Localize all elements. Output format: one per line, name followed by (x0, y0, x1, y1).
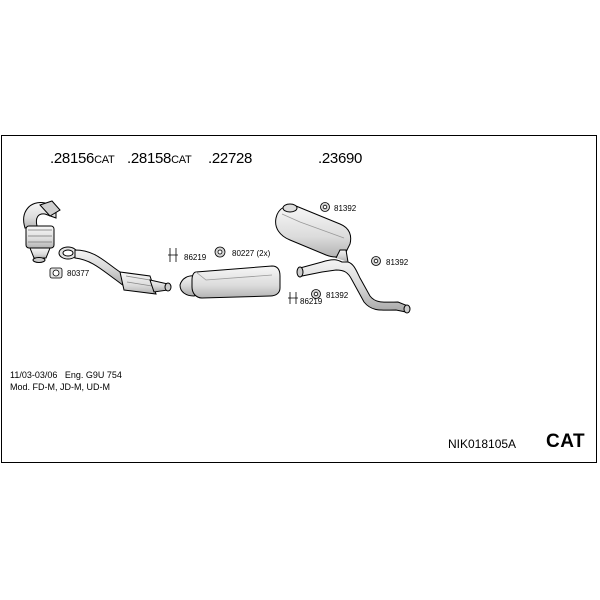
rubber-81392-c (311, 289, 321, 299)
rubber-81392-b (371, 256, 381, 266)
part-number-23690: .23690 (318, 150, 363, 167)
clamp-86219-a (168, 248, 178, 262)
part-number-28156: .28156CAT (50, 150, 115, 167)
rubber-81392-a (320, 202, 330, 212)
part-number-28158: .28158CAT (127, 150, 192, 167)
diagram-frame (1, 135, 597, 463)
label-86219-b: 86219 (300, 297, 323, 306)
label-81392-b: 81392 (386, 258, 409, 267)
front-pipe-catalyst (58, 246, 172, 295)
manifold-catalyst (23, 200, 61, 263)
label-86219-a: 86219 (184, 253, 207, 262)
label-81392-c: 81392 (326, 291, 349, 300)
part-number-22728: .22728 (208, 150, 253, 167)
info-line-1: 11/03-03/06 Eng. G9U 754 (10, 370, 122, 380)
clamp-86219-b (288, 292, 298, 304)
label-80227: 80227 (2x) (232, 249, 271, 258)
rear-silencer (275, 203, 411, 314)
cat-badge: CAT (546, 431, 586, 452)
info-line-2: Mod. FD-M, JD-M, UD-M (10, 382, 110, 392)
kit-code: NIK018105A (448, 437, 517, 451)
rubber-80227 (214, 246, 226, 258)
gasket-80377 (49, 267, 63, 279)
label-80377: 80377 (67, 269, 90, 278)
vehicle-info: 11/03-03/06 Eng. G9U 754 Mod. FD-M, JD-M… (10, 369, 122, 393)
label-81392-a: 81392 (334, 204, 357, 213)
middle-silencer (179, 265, 281, 299)
